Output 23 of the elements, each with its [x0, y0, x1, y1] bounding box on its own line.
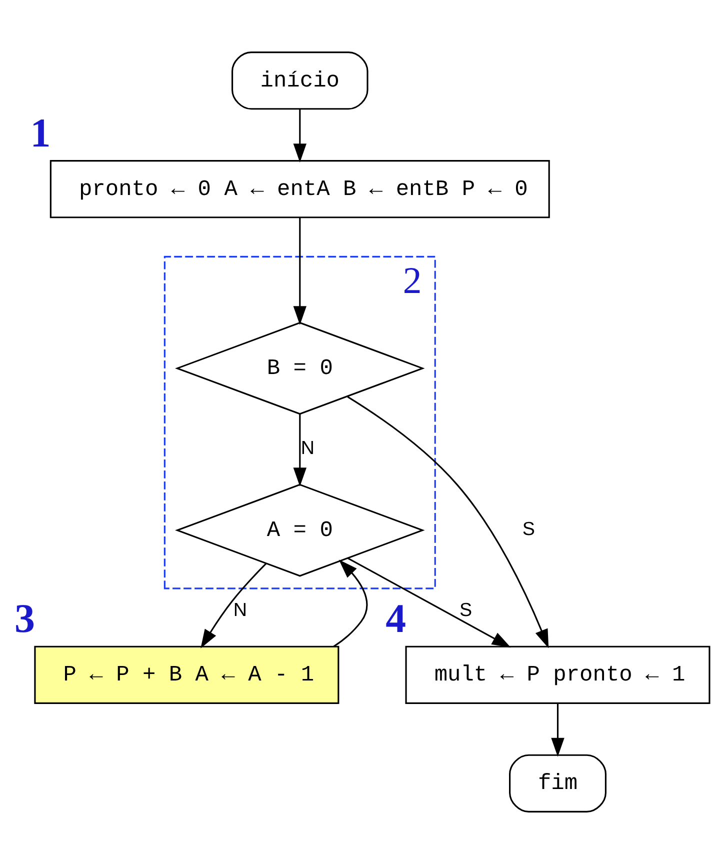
node-diamond: B = 0 — [175, 322, 425, 415]
edge-label: S — [522, 518, 535, 540]
node-label: 1 — [30, 110, 51, 156]
node-label: 4 — [386, 596, 406, 642]
arrow — [293, 217, 306, 325]
edge-label: N — [300, 437, 315, 458]
arrow — [347, 396, 549, 648]
arrow — [200, 563, 267, 648]
node-box: P ← P + B A ← A - 1 — [34, 646, 340, 704]
edge-label: N — [233, 599, 247, 620]
edge-label: S — [459, 599, 472, 620]
arrow — [293, 109, 306, 162]
arrow — [551, 704, 564, 757]
node-box: pronto ← 0 A ← entA B ← entB P ← 0 — [50, 160, 550, 218]
node-box: mult ← P pronto ← 1 — [405, 646, 710, 704]
node-label: 3 — [14, 596, 35, 642]
arrow — [293, 414, 306, 487]
node-box: início — [232, 52, 368, 110]
node-label: 2 — [402, 260, 422, 302]
arrow — [347, 557, 511, 648]
cluster — [164, 256, 436, 590]
node-box: fim — [509, 754, 606, 812]
arrow — [333, 560, 368, 648]
